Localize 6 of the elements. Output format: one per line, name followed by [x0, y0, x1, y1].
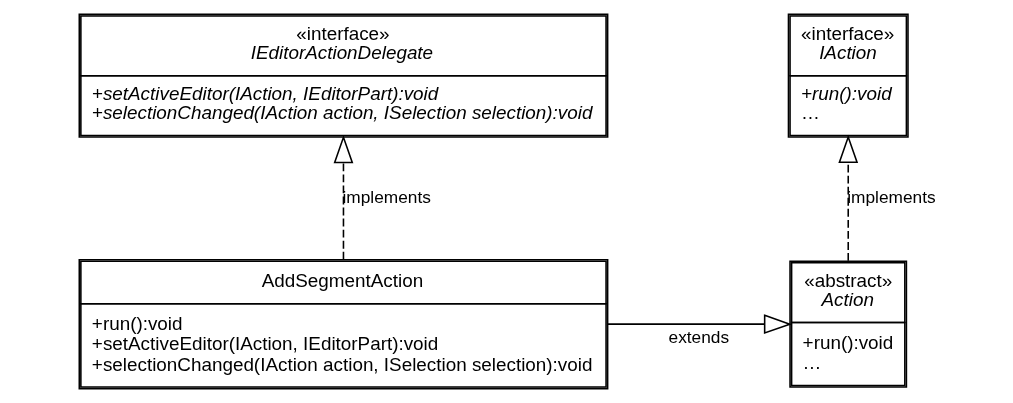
edge-label: implements: [846, 186, 936, 207]
arrow: [837, 134, 858, 262]
arrow: [333, 134, 353, 261]
edge-label: implements: [342, 186, 431, 207]
edge-label: extends: [668, 326, 729, 347]
arrow: [606, 314, 792, 335]
